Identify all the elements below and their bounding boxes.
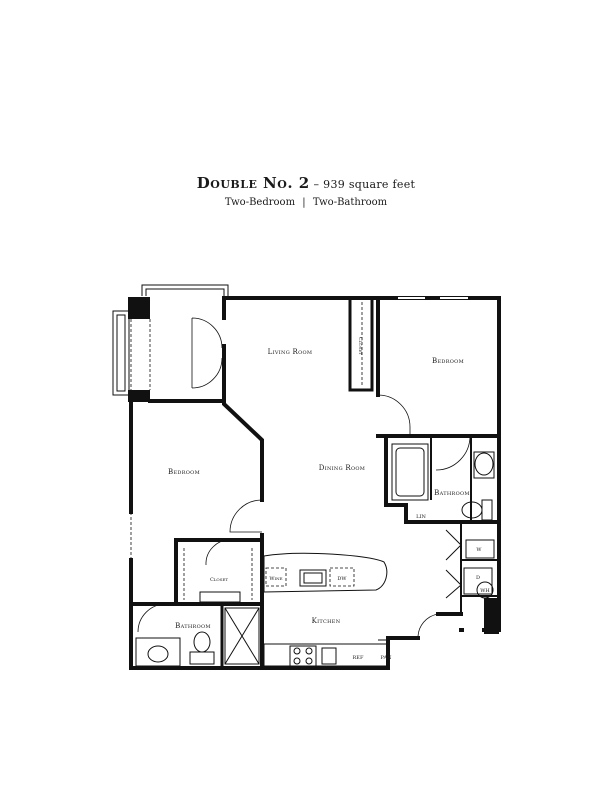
bedroom-count: Two-Bedroom (224, 197, 296, 208)
bathtub (391, 443, 429, 501)
bathroom-count: Two-Bathroom (312, 197, 388, 208)
plan-title: Double No. 2 (196, 174, 310, 192)
label-dishwasher: DW (337, 576, 347, 582)
counter (263, 643, 389, 667)
label-bedroom-right: Bedroom (432, 357, 464, 365)
label-closet-bedroom: Closet (210, 577, 228, 583)
toilet-left (193, 631, 211, 653)
sink-right (474, 452, 494, 476)
label-refrigerator: REF (353, 655, 364, 661)
stove (289, 645, 317, 667)
title-line: Double No. 2 – 939 square feet (0, 174, 612, 192)
column-right (484, 598, 499, 634)
plan-header: Double No. 2 – 939 square feet Two-Bedro… (0, 174, 612, 208)
label-living-room: Living Room (268, 348, 313, 356)
label-bathroom-left: Bathroom (175, 622, 211, 630)
label-dryer: D (476, 575, 480, 581)
label-washer: W (476, 547, 482, 553)
label-linen: LIN (416, 514, 426, 520)
label-water-heater: WH (480, 588, 490, 594)
label-dining-room: Dining Room (319, 464, 365, 472)
label-pantry: PAN (381, 655, 393, 661)
label-closet-living: Closet (357, 337, 363, 355)
label-kitchen: Kitchen (312, 617, 341, 625)
label-bedroom-left: Bedroom (168, 468, 200, 476)
column-top (128, 297, 150, 319)
sink-left (147, 645, 169, 663)
label-bathroom-right: Bathroom (434, 489, 470, 497)
label-wine: Wine (269, 576, 282, 582)
title-dash: – (313, 178, 320, 191)
plan-area: 939 square feet (323, 178, 416, 191)
interior-walls (129, 296, 501, 670)
shower (224, 607, 260, 665)
kitchen-island (263, 552, 388, 593)
exterior-walls (129, 296, 501, 670)
subtitle-separator: | (302, 197, 306, 208)
column-bottom (128, 390, 150, 402)
fixtures (135, 302, 495, 667)
balcony (112, 284, 229, 402)
room-labels: Living Room Bedroom Bedroom Dining Room … (168, 337, 490, 661)
doors (137, 317, 471, 639)
plan-subtitle: Two-Bedroom | Two-Bathroom (0, 197, 612, 208)
